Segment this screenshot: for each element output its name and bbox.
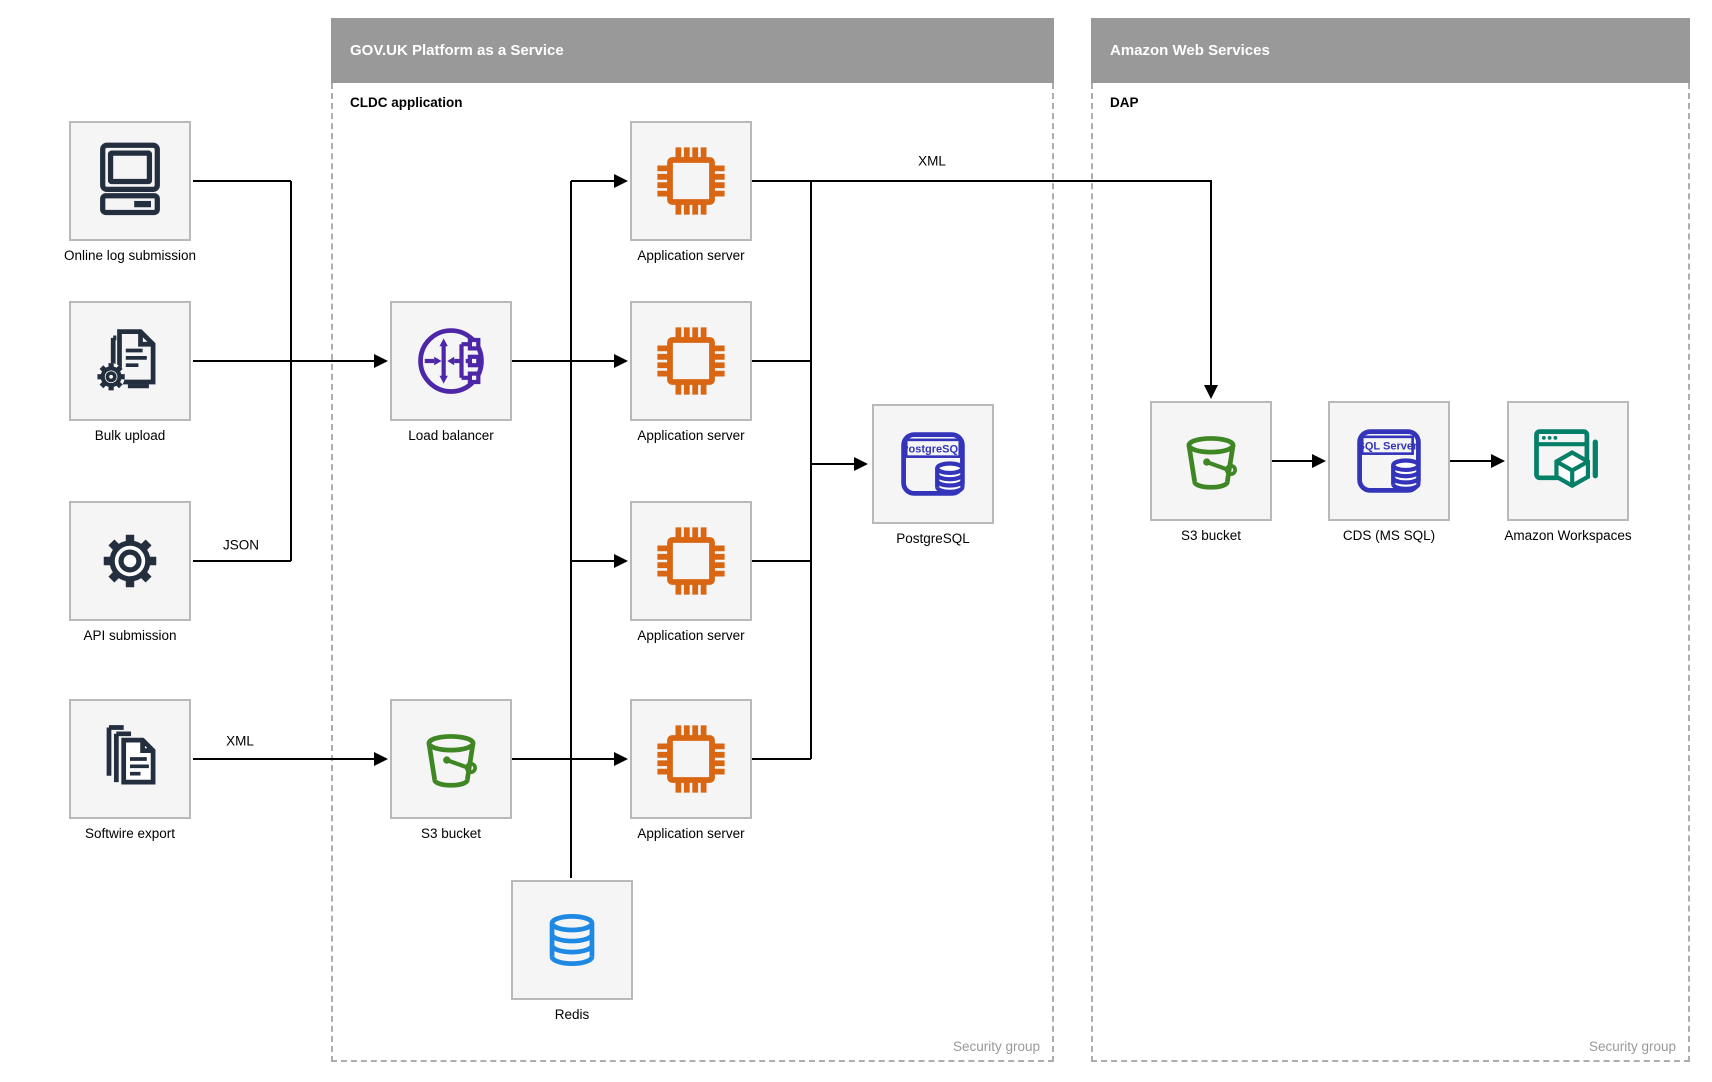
workspaces-icon bbox=[1534, 429, 1598, 489]
redis-box bbox=[511, 880, 633, 1000]
postgresql-box: PostgreSQL bbox=[872, 404, 994, 524]
application-server-box bbox=[630, 699, 752, 819]
govuk-paas-boundary bbox=[331, 83, 1054, 1062]
container-aws: Amazon Web Services DAP Security group bbox=[1091, 18, 1690, 1062]
application-server-box bbox=[630, 121, 752, 241]
edge-label-xml-feed: XML bbox=[915, 153, 949, 169]
arrowhead-app4 bbox=[614, 752, 628, 766]
node-bulk-upload: Bulk upload bbox=[69, 301, 191, 443]
node-label: Load balancer bbox=[408, 428, 494, 443]
s3-bucket-icon bbox=[426, 734, 477, 788]
node-application-server-3: Application server bbox=[630, 501, 752, 643]
node-label: S3 bucket bbox=[420, 826, 482, 841]
node-load-balancer: Load balancer bbox=[390, 301, 512, 443]
node-label: Softwire export bbox=[84, 826, 176, 841]
aws-header: Amazon Web Services bbox=[1091, 18, 1690, 83]
workspaces-box bbox=[1507, 401, 1629, 521]
chip-icon bbox=[657, 327, 725, 395]
node-label: CDS (MS SQL) bbox=[1342, 528, 1436, 543]
node-online-log-submission: Online log submission bbox=[64, 121, 196, 263]
node-label: Application server bbox=[637, 428, 745, 443]
edge-label-json: JSON bbox=[219, 537, 263, 553]
node-api-submission: API submission bbox=[69, 501, 191, 643]
s3-bucket-icon bbox=[1186, 436, 1237, 490]
node-label: Application server bbox=[637, 628, 745, 643]
node-postgresql: PostgreSQL PostgreSQL bbox=[872, 404, 994, 546]
arrowhead-app3 bbox=[614, 554, 628, 568]
chip-icon bbox=[657, 725, 725, 793]
node-label: PostgreSQL bbox=[896, 531, 970, 546]
cldc-application-label: CLDC application bbox=[350, 95, 463, 110]
load-balancer-icon bbox=[418, 328, 484, 394]
security-group-label-paas: Security group bbox=[952, 1039, 1040, 1054]
documents-stack-icon bbox=[106, 725, 156, 785]
application-server-box bbox=[630, 301, 752, 421]
node-label: Redis bbox=[554, 1007, 590, 1022]
sql-server-database-icon: SQL Server bbox=[1357, 429, 1421, 493]
arrowhead-s3aws bbox=[1204, 385, 1218, 399]
dap-label: DAP bbox=[1110, 95, 1139, 110]
gear-icon bbox=[103, 534, 157, 588]
node-label: API submission bbox=[83, 628, 177, 643]
arrowhead-cds bbox=[1312, 454, 1326, 468]
cds-box: SQL Server bbox=[1328, 401, 1450, 521]
node-label: Application server bbox=[637, 826, 745, 841]
chip-icon bbox=[657, 147, 725, 215]
node-s3-bucket-paas: S3 bucket bbox=[390, 699, 512, 841]
application-server-box bbox=[630, 501, 752, 621]
api-submission-box bbox=[69, 501, 191, 621]
node-application-server-2: Application server bbox=[630, 301, 752, 443]
bulk-upload-box bbox=[69, 301, 191, 421]
arrowhead-lb bbox=[374, 354, 388, 368]
node-label: Application server bbox=[637, 248, 745, 263]
security-group-label-aws: Security group bbox=[1588, 1039, 1676, 1054]
node-label: Amazon Workspaces bbox=[1504, 528, 1632, 543]
node-redis: Redis bbox=[511, 880, 633, 1022]
node-label: Online log submission bbox=[63, 248, 197, 263]
arrowhead-s3paas bbox=[374, 752, 388, 766]
node-s3-bucket-aws: S3 bucket bbox=[1150, 401, 1272, 543]
node-cds-ms-sql: SQL Server CDS (MS SQL) bbox=[1328, 401, 1450, 543]
edge-label-xml-export: XML bbox=[223, 733, 257, 749]
aws-boundary bbox=[1091, 83, 1690, 1062]
arrowhead-ws bbox=[1491, 454, 1505, 468]
online-log-box bbox=[69, 121, 191, 241]
computer-icon bbox=[100, 142, 160, 216]
s3-bucket-box bbox=[390, 699, 512, 819]
redis-database-icon bbox=[549, 914, 595, 966]
chip-icon bbox=[657, 527, 725, 595]
arrowhead-app1 bbox=[614, 174, 628, 188]
node-softwire-export: Softwire export bbox=[69, 699, 191, 841]
node-label: Bulk upload bbox=[94, 428, 166, 443]
arrowhead-postgresql bbox=[854, 457, 868, 471]
postgresql-database-icon: PostgreSQL bbox=[901, 432, 965, 496]
node-application-server-4: Application server bbox=[630, 699, 752, 841]
node-amazon-workspaces: Amazon Workspaces bbox=[1504, 401, 1632, 543]
postgresql-icon-text: PostgreSQL bbox=[901, 443, 965, 455]
edge-app1-to-aws bbox=[752, 180, 1212, 385]
s3-bucket-box bbox=[1150, 401, 1272, 521]
node-label: S3 bucket bbox=[1180, 528, 1242, 543]
sql-server-icon-text: SQL Server bbox=[1358, 440, 1419, 452]
load-balancer-box bbox=[390, 301, 512, 421]
arrowhead-app2 bbox=[614, 354, 628, 368]
node-application-server-1: Application server bbox=[630, 121, 752, 263]
govuk-paas-header: GOV.UK Platform as a Service bbox=[331, 18, 1054, 83]
softwire-export-box bbox=[69, 699, 191, 819]
document-gear-icon bbox=[97, 329, 156, 391]
container-govuk-paas: GOV.UK Platform as a Service CLDC applic… bbox=[331, 18, 1054, 1062]
